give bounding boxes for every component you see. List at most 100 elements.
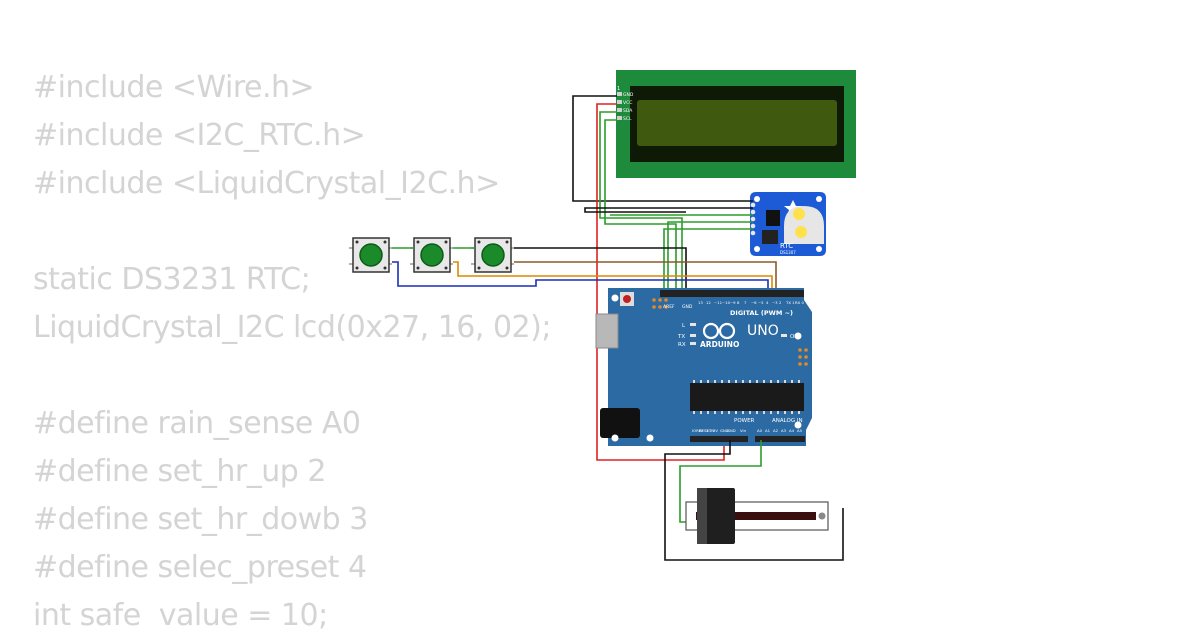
pin-2-label: 2 [779, 300, 782, 305]
l-led-label: L [682, 323, 686, 329]
pin-5-label: ~5 [758, 300, 764, 305]
wires-buttons [392, 247, 777, 293]
a4-label: A4 [789, 428, 795, 433]
rtc-chip-label: DS1307 [780, 250, 796, 255]
pot-knob-edge [697, 488, 707, 544]
on-led-label: ON [790, 334, 798, 340]
gnd-pin-label: GND [727, 428, 736, 433]
tx-led-icon [690, 334, 696, 337]
gnd-label: GND [682, 304, 693, 310]
mount-hole [646, 434, 654, 442]
lcd-display[interactable]: 1 GND VCC SDA SCL [616, 70, 856, 178]
lcd-pin-header: 1 GND VCC SDA SCL [617, 86, 634, 122]
rtc-module[interactable]: RTC DS1307 [750, 192, 826, 256]
rtc-pin-header [750, 202, 756, 236]
pin-10-label: ~10 [722, 300, 731, 305]
a1-label: A1 [765, 428, 771, 433]
pushbutton-3[interactable] [471, 237, 514, 273]
battery-contact-icon [793, 208, 805, 220]
chip-pins [693, 380, 800, 414]
digital-pin-labels: AREF GND 13 12 ~11 ~10 ~9 8 7 ~6 ~5 4 ~3… [663, 300, 804, 310]
pushbutton-2[interactable] [410, 237, 453, 273]
button-cap-icon[interactable] [420, 243, 444, 267]
rtc-mount-hole [816, 196, 822, 202]
wires-potentiometer [664, 440, 844, 561]
analog-pin-labels: A0 A1 A2 A3 A4 A5 [757, 428, 803, 433]
uno-label: UNO [747, 323, 779, 339]
button-cap-icon[interactable] [481, 243, 505, 267]
lcd-screen [637, 100, 837, 146]
code-listing: #include <Wire.h> #include <I2C_RTC.h> #in… [33, 62, 551, 638]
code-line: #include <I2C_RTC.h> [33, 118, 366, 153]
lcd-pin-scl-label: SCL [623, 116, 632, 122]
pot-screw-icon [818, 512, 826, 520]
gnd-pin-label: GND [720, 428, 729, 433]
ioref-label: IOREF [692, 428, 703, 433]
pin-6-label: ~6 [751, 300, 757, 305]
mount-hole [611, 294, 619, 302]
arduino-brand-label: ARDUINO [700, 340, 739, 349]
rtc-mount-hole [816, 246, 822, 252]
power-header [690, 436, 748, 442]
a3-label: A3 [781, 428, 787, 433]
code-line: #include <LiquidCrystal_I2C.h> [33, 166, 500, 201]
a2-label: A2 [773, 428, 779, 433]
analog-in-label: ANALOG IN [772, 418, 803, 424]
analog-header [755, 436, 805, 442]
vin-label: Vin [740, 428, 747, 433]
aref-label: AREF [663, 304, 675, 310]
slide-potentiometer[interactable] [685, 488, 829, 544]
pushbutton-1[interactable] [349, 237, 392, 273]
rtc-crystal [762, 230, 778, 244]
digital-label: DIGITAL (PWM ~) [730, 309, 793, 317]
pin-9-label: ~9 [730, 300, 736, 305]
code-line: #define rain_sense A0 [33, 406, 361, 441]
pin-0-label: RX 0 [795, 300, 804, 305]
usb-connector [595, 313, 619, 349]
code-line: static DS3231 RTC; [33, 262, 311, 297]
pin-11-label: ~11 [714, 300, 723, 305]
mount-hole [794, 421, 802, 429]
lcd-pin-gnd-label: GND [623, 92, 634, 98]
rtc-mount-hole [754, 196, 760, 202]
code-line: LiquidCrystal_I2C lcd(0x27, 16, 02); [33, 310, 551, 345]
pin-4-label: 4 [766, 300, 769, 305]
tx-led-label: TX [677, 334, 685, 340]
pin-3-label: ~3 [772, 300, 778, 305]
l-led-icon [690, 323, 696, 326]
pot-track [696, 512, 816, 520]
rtc-chip [766, 210, 780, 226]
reset-label: RESET [699, 428, 712, 433]
power-pin-labels: IOREF RESET 3.3V 5V GND GND Vin [692, 428, 747, 433]
code-line: #define set_hr_up 2 [33, 454, 326, 489]
battery-contact-icon [795, 226, 807, 238]
reset-button-cap-icon[interactable] [623, 295, 631, 303]
pin-7-label: 7 [744, 300, 747, 305]
code-line: int safe value = 10; [33, 598, 328, 633]
power-jack [600, 408, 640, 438]
arduino-uno-board[interactable]: AREF GND 13 12 ~11 ~10 ~9 8 7 ~6 ~5 4 ~3… [595, 288, 812, 446]
pin-1-label: TX 1 [785, 300, 795, 305]
code-line: #define set_hr_dowb 3 [33, 502, 368, 537]
on-led-icon [781, 334, 787, 337]
code-line: #include <Wire.h> [33, 70, 315, 105]
icsp-header [652, 298, 808, 366]
code-line: #define selec_preset 4 [33, 550, 367, 585]
digital-header [660, 290, 804, 297]
lcd-pin-vcc-label: VCC [623, 100, 632, 106]
lcd-pin-one-label: 1 [617, 86, 620, 92]
button-cap-icon[interactable] [359, 243, 383, 267]
lcd-pin-sda-label: SDA [623, 108, 633, 114]
rx-led-icon [690, 342, 696, 345]
mount-hole [611, 434, 619, 442]
rtc-mount-hole [754, 246, 760, 252]
5v-label: 5V [713, 428, 718, 433]
pin-13-label: 13 [698, 300, 703, 305]
arduino-infinity-logo-icon [702, 322, 736, 340]
a0-label: A0 [757, 428, 763, 433]
rx-led-label: RX [678, 342, 686, 348]
3v3-label: 3.3V [706, 428, 715, 433]
pin-8-label: 8 [737, 300, 740, 305]
mount-hole [794, 332, 802, 340]
